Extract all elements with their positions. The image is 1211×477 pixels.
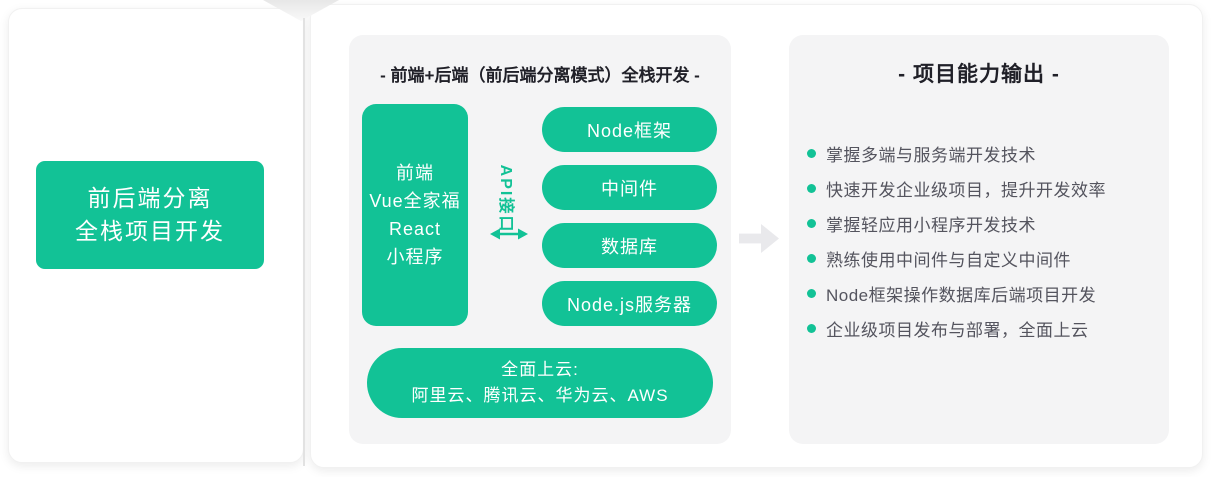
bullet-dot-icon bbox=[807, 254, 816, 263]
capability-text: Node框架操作数据库后端项目开发 bbox=[826, 286, 1097, 305]
backend-pills: Node框架 中间件 数据库 Node.js服务器 bbox=[542, 107, 717, 339]
frontend-line: React bbox=[388, 219, 442, 239]
cloud-line1: 全面上云: bbox=[501, 360, 579, 379]
capability-item: 快速开发企业级项目，提升开发效率 bbox=[807, 171, 1161, 206]
capability-list: 掌握多端与服务端开发技术 快速开发企业级项目，提升开发效率 掌握轻应用小程序开发… bbox=[807, 136, 1161, 346]
fullstack-panel-title: - 前端+后端（前后端分离模式）全栈开发 - bbox=[380, 66, 700, 85]
capability-text: 企业级项目发布与部署，全面上云 bbox=[826, 321, 1089, 340]
left-card: 前后端分离 全栈项目开发 bbox=[8, 8, 304, 463]
frontend-line: 前端 bbox=[396, 163, 434, 183]
fullstack-dev-panel: - 前端+后端（前后端分离模式）全栈开发 - 前端 Vue全家福 React 小… bbox=[349, 35, 731, 444]
capability-text: 掌握轻应用小程序开发技术 bbox=[826, 216, 1036, 235]
frontend-line: Vue全家福 bbox=[369, 191, 461, 211]
capability-text: 熟练使用中间件与自定义中间件 bbox=[826, 251, 1071, 270]
bullet-dot-icon bbox=[807, 289, 816, 298]
capability-item: 企业级项目发布与部署，全面上云 bbox=[807, 311, 1161, 346]
double-arrow-icon bbox=[490, 228, 528, 240]
right-arrow-icon bbox=[739, 224, 779, 253]
api-label: API接口 bbox=[497, 164, 514, 234]
right-card: - 前端+后端（前后端分离模式）全栈开发 - 前端 Vue全家福 React 小… bbox=[310, 4, 1203, 468]
bullet-dot-icon bbox=[807, 219, 816, 228]
capability-text: 快速开发企业级项目，提升开发效率 bbox=[826, 181, 1106, 200]
capability-output-panel: - 项目能力输出 - 掌握多端与服务端开发技术 快速开发企业级项目，提升开发效率… bbox=[789, 35, 1169, 444]
cloud-pill: 全面上云: 阿里云、腾讯云、华为云、AWS bbox=[367, 348, 713, 418]
output-panel-title: - 项目能力输出 - bbox=[898, 63, 1060, 86]
frontend-line: 小程序 bbox=[386, 247, 444, 267]
capability-item: 熟练使用中间件与自定义中间件 bbox=[807, 241, 1161, 276]
capability-item: 掌握多端与服务端开发技术 bbox=[807, 136, 1161, 171]
bullet-dot-icon bbox=[807, 324, 816, 333]
bullet-dot-icon bbox=[807, 184, 816, 193]
bullet-dot-icon bbox=[807, 149, 816, 158]
pill-middleware: 中间件 bbox=[542, 165, 717, 210]
cloud-line2: 阿里云、腾讯云、华为云、AWS bbox=[411, 386, 669, 405]
frontend-stack-box: 前端 Vue全家福 React 小程序 bbox=[362, 104, 468, 326]
pill-node-framework: Node框架 bbox=[542, 107, 717, 152]
pill-nodejs-server: Node.js服务器 bbox=[542, 281, 717, 326]
capability-item: Node框架操作数据库后端项目开发 bbox=[807, 276, 1161, 311]
capability-text: 掌握多端与服务端开发技术 bbox=[826, 146, 1036, 165]
course-title-line2: 全栈项目开发 bbox=[75, 218, 225, 244]
pill-database: 数据库 bbox=[542, 223, 717, 268]
course-title-line1: 前后端分离 bbox=[87, 185, 213, 211]
capability-item: 掌握轻应用小程序开发技术 bbox=[807, 206, 1161, 241]
card-divider bbox=[303, 18, 305, 466]
course-title-box: 前后端分离 全栈项目开发 bbox=[36, 161, 264, 269]
